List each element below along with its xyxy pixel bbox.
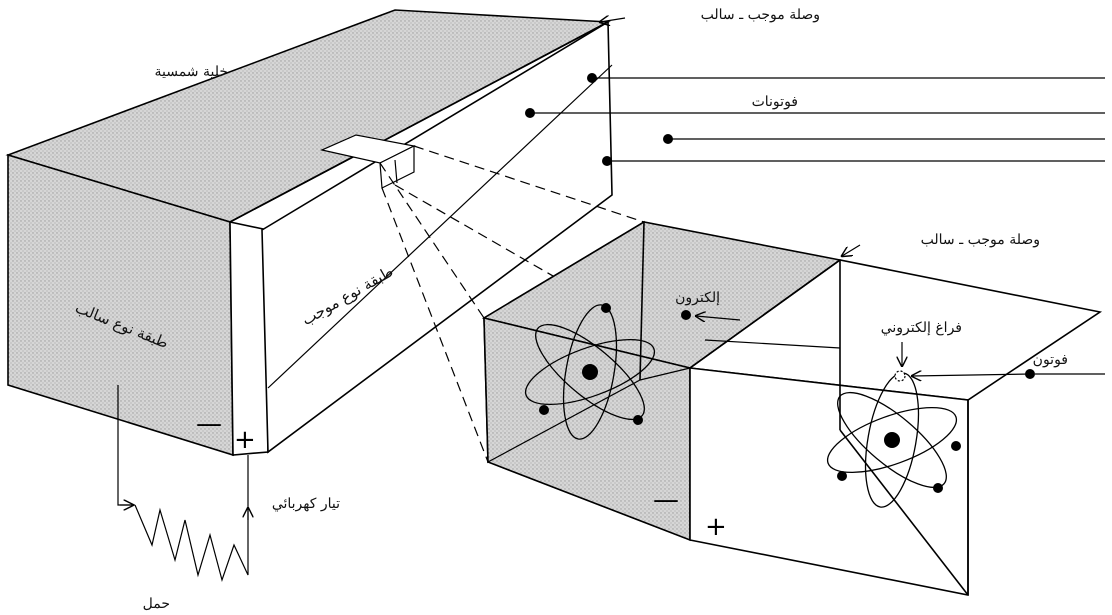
label-electric-current: تيار كهربائي xyxy=(272,496,340,512)
atom-n-type xyxy=(524,303,656,440)
photon-dot-4 xyxy=(602,156,612,166)
photon-dot-3 xyxy=(663,134,673,144)
junction-detail-box: — + xyxy=(481,220,1103,596)
plus-sign-main: + xyxy=(234,425,256,455)
label-hole: فراغ إلكتروني xyxy=(881,320,962,336)
label-pn-junction-top: وصلة موجب ـ سالب xyxy=(701,7,820,23)
photon-dot-1 xyxy=(587,73,597,83)
photon-dot-2 xyxy=(525,108,535,118)
cell-right-face xyxy=(261,20,613,454)
label-photons: فوتونات xyxy=(752,94,798,110)
load-circuit xyxy=(117,385,248,583)
label-solar-cell: خلية شمسية xyxy=(154,64,228,80)
pointer-arrows xyxy=(600,18,861,256)
label-photon: فوتون xyxy=(1033,352,1068,368)
minus-sign-detail: — xyxy=(653,485,679,515)
hole-marker xyxy=(894,370,906,382)
electron-particle xyxy=(681,310,741,320)
solar-cell-block: — + xyxy=(5,9,613,457)
incoming-photon-dot xyxy=(1025,369,1035,379)
hole-and-photon xyxy=(894,342,1105,382)
label-electron: إلكترون xyxy=(675,290,720,306)
label-load: حمل xyxy=(143,596,170,612)
minus-sign-main: — xyxy=(196,409,222,439)
incoming-photons xyxy=(525,73,1105,166)
magnification-lines xyxy=(379,145,645,463)
label-pn-junction-detail: وصلة موجب ـ سالب xyxy=(921,232,1040,248)
plus-sign-detail: + xyxy=(705,512,727,542)
